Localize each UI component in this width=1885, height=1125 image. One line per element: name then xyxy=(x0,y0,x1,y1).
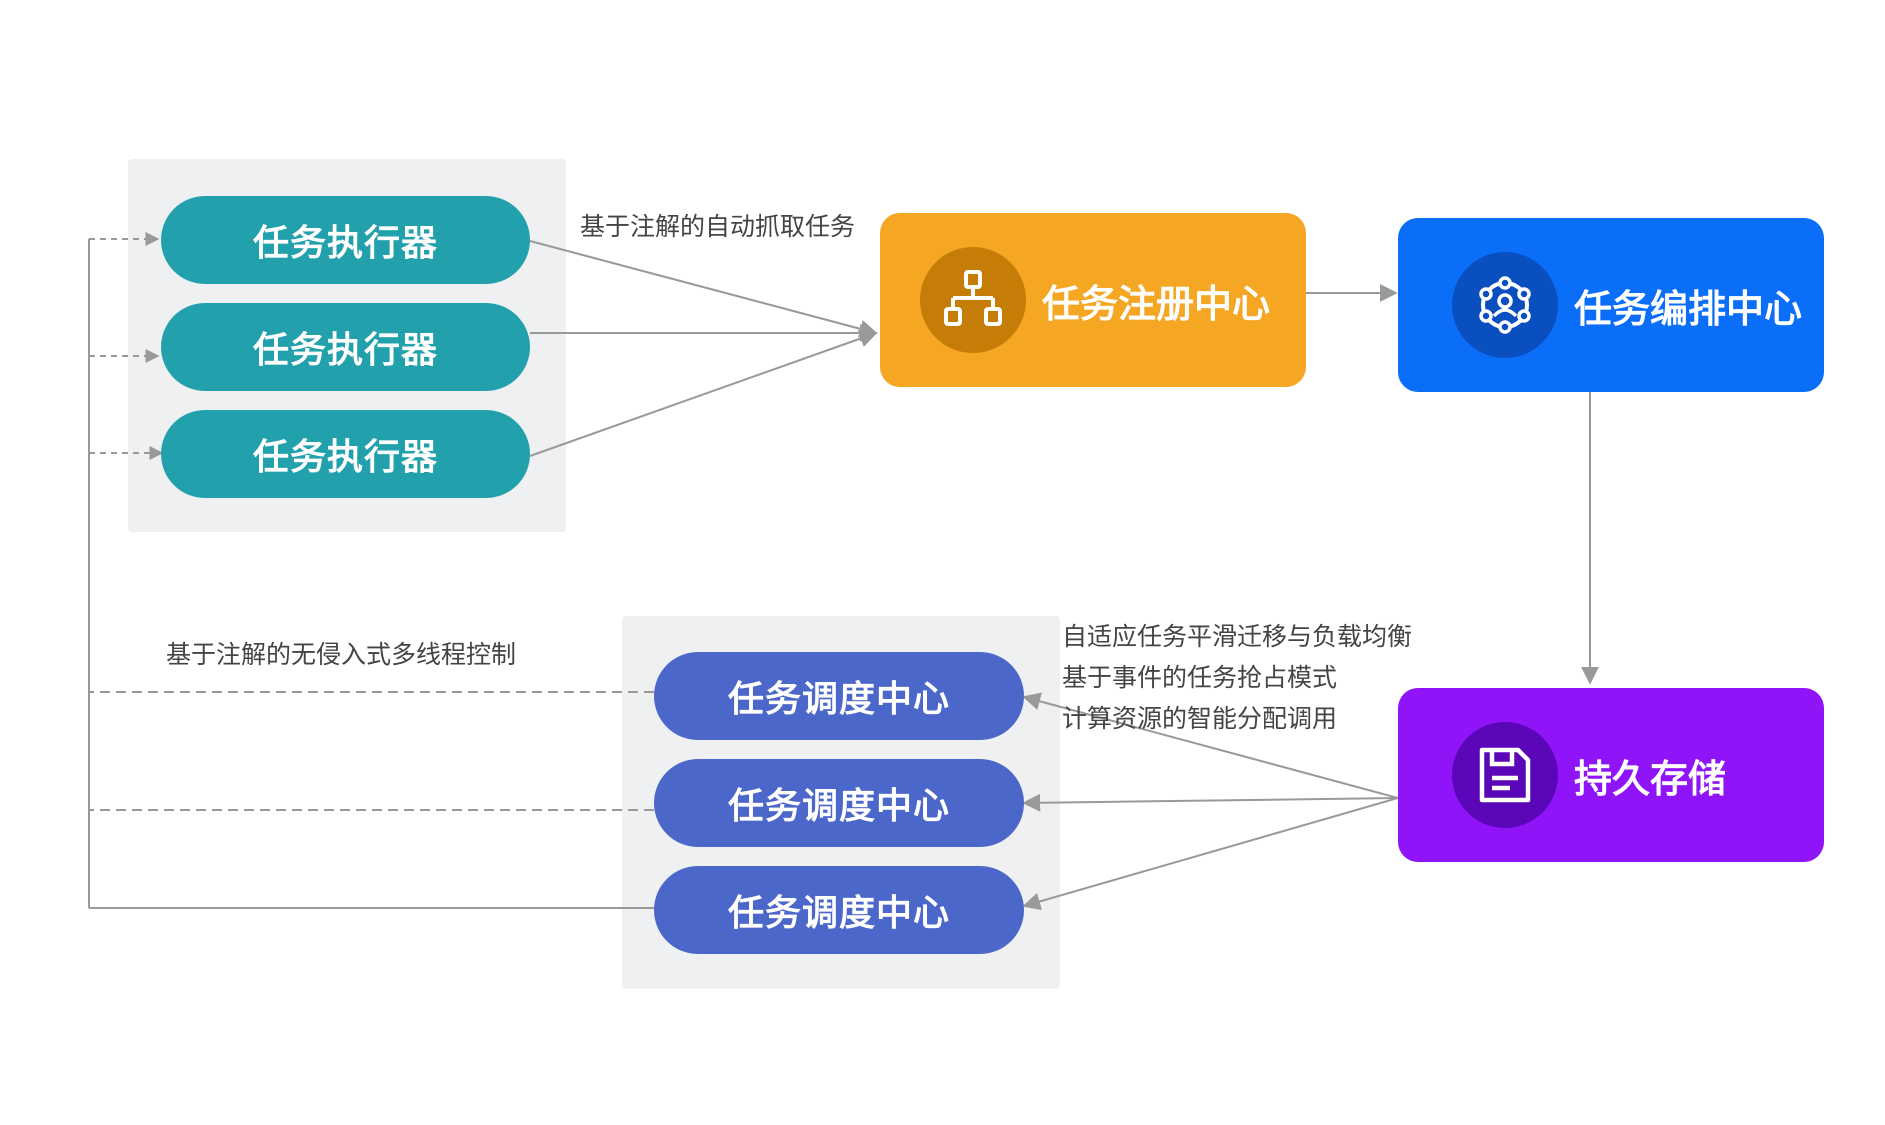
task-registry-card[interactable]: 任务注册中心 xyxy=(880,213,1306,387)
auto-fetch-annotation: 基于注解的自动抓取任务 xyxy=(580,212,856,241)
executor1-to-registry-arrow xyxy=(529,240,878,338)
sitemap-icon xyxy=(920,247,1026,353)
task-registry-label: 任务注册中心 xyxy=(1042,281,1271,326)
storage-to-scheduler3-arrow xyxy=(1022,797,1399,911)
feature-annotations: 自适应任务平滑迁移与负载均衡 基于事件的任务抢占模式 计算资源的智能分配调用 xyxy=(1062,616,1412,739)
feature-load-balance: 自适应任务平滑迁移与负载均衡 xyxy=(1062,622,1413,651)
persistent-storage-label: 持久存储 xyxy=(1574,756,1727,801)
feature-resource-allocation: 计算资源的智能分配调用 xyxy=(1062,704,1338,733)
task-executor-3[interactable]: 任务执行器 xyxy=(161,410,530,498)
task-orchestration-label: 任务编排中心 xyxy=(1574,286,1803,331)
network-user-icon xyxy=(1452,252,1558,358)
thread-control-annotation: 基于注解的无侵入式多线程控制 xyxy=(166,640,517,669)
task-scheduler-3[interactable]: 任务调度中心 xyxy=(654,866,1024,954)
task-executor-2[interactable]: 任务执行器 xyxy=(161,303,530,391)
save-document-icon xyxy=(1452,722,1558,828)
storage-to-scheduler2-arrow xyxy=(1022,793,1399,812)
executor3-to-registry-arrow xyxy=(529,329,878,457)
task-orchestration-card[interactable]: 任务编排中心 xyxy=(1398,218,1824,392)
storage-to-scheduler1-arrow xyxy=(1022,692,1399,799)
task-scheduler-1[interactable]: 任务调度中心 xyxy=(654,652,1024,740)
persistent-storage-card[interactable]: 持久存储 xyxy=(1398,688,1824,862)
task-executor-1[interactable]: 任务执行器 xyxy=(161,196,530,284)
feature-event-preemption: 基于事件的任务抢占模式 xyxy=(1062,663,1338,692)
task-scheduler-2[interactable]: 任务调度中心 xyxy=(654,759,1024,847)
